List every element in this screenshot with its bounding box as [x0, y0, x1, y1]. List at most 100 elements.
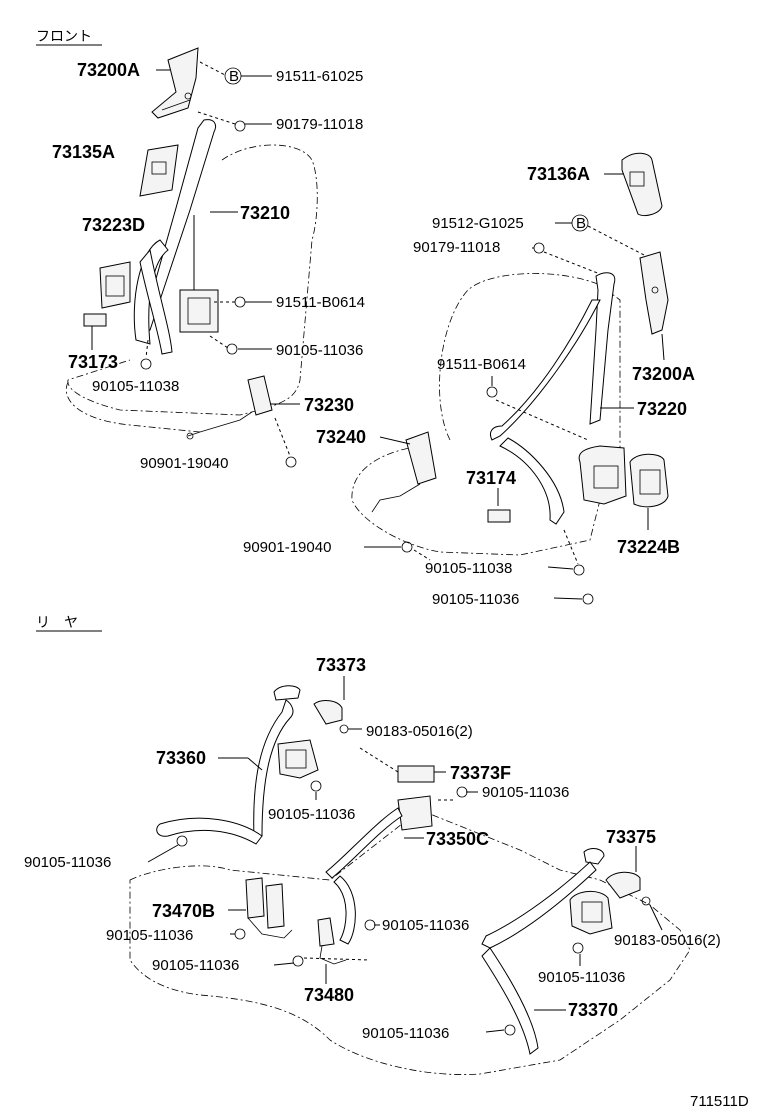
- retractor-73350C: [397, 795, 433, 831]
- belt-73350C: [325, 807, 403, 879]
- cover-73223D: [99, 261, 131, 309]
- label-73223D: 73223D: [82, 215, 145, 235]
- label-90183-05016-left: 90183-05016(2): [366, 723, 473, 740]
- belt-73370-lower: [481, 947, 539, 1055]
- label-73350C: 73350C: [426, 829, 489, 849]
- label-90105-11036-right: 90105-11036: [432, 591, 519, 608]
- bolt-90901-19040-right: [401, 541, 413, 553]
- belt-73360-lap: [156, 817, 263, 845]
- belt-73220: [589, 272, 616, 425]
- label-73373F: 73373F: [450, 763, 511, 783]
- label-90105-11036-r1: 90105-11036: [268, 806, 355, 823]
- label-90901-19040-left: 90901-19040: [140, 455, 228, 472]
- bolt-90105-11036-r3: [176, 835, 188, 847]
- bolt-90105-11036-r2: [456, 786, 468, 798]
- bolt-90105-11038-right: [573, 564, 585, 576]
- bolt-90105-11036-r5: [364, 919, 376, 931]
- retractor-73210: [179, 289, 219, 333]
- label-73210: 73210: [240, 203, 290, 223]
- label-91512-G1025: 91512-G1025: [432, 215, 524, 232]
- label-90105-11036-r5: 90105-11036: [382, 917, 469, 934]
- label-90105-11036-r3: 90105-11036: [24, 854, 111, 871]
- bolt-91511-B0614-left: [234, 296, 246, 308]
- label-73373: 73373: [316, 655, 366, 675]
- label-73173: 73173: [68, 352, 118, 372]
- nut-90179-left: [234, 120, 246, 132]
- label-91511-61025: 91511-61025: [276, 68, 363, 85]
- label-73240: 73240: [316, 427, 366, 447]
- bolt-90105-11036-r7: [572, 942, 584, 954]
- part-73373F: [397, 765, 435, 783]
- nut-90179-right: [533, 242, 545, 254]
- label-90105-11038-right: 90105-11038: [425, 560, 512, 577]
- label-73370: 73370: [568, 1000, 618, 1020]
- label-73200A-right: 73200A: [632, 364, 695, 384]
- label-73200A-left: 73200A: [77, 60, 140, 80]
- retractor-73360: [277, 739, 319, 779]
- label-91511-B0614-right: 91511-B0614: [437, 356, 526, 373]
- label-73480: 73480: [304, 985, 354, 1005]
- label-90179-11018-left: 90179-11018: [276, 116, 363, 133]
- bolt-90105-11038-left: [140, 358, 152, 370]
- label-90105-11036-r8: 90105-11036: [362, 1025, 449, 1042]
- label-90105-11036-r7: 90105-11036: [538, 969, 625, 986]
- belt-73220-lap: [489, 299, 601, 441]
- label-90105-11036-r6: 90105-11036: [152, 957, 239, 974]
- front-left-seat-outline: [67, 144, 318, 416]
- bolt-90105-11036-r8: [504, 1024, 516, 1036]
- label-73136A: 73136A: [527, 164, 590, 184]
- label-90105-11036-r2: 90105-11036: [482, 784, 569, 801]
- anchor-73370-top: [583, 848, 605, 865]
- label-90105-11036-left: 90105-11036: [276, 342, 363, 359]
- label-90183-05016-right: 90183-05016(2): [614, 932, 721, 949]
- cover-73375: [605, 871, 641, 899]
- retractor-73220: [578, 445, 627, 505]
- label-90105-11036-r4: 90105-11036: [106, 927, 193, 944]
- svg-text:B: B: [576, 215, 586, 232]
- bolt-90901-19040-left: [285, 456, 297, 468]
- svg-text:B: B: [229, 68, 239, 85]
- bolt-90105-11036-r1: [310, 780, 322, 792]
- buckle-73470B-2: [265, 883, 285, 929]
- retractor-73370: [569, 891, 613, 935]
- buckle-73470B-1: [245, 877, 265, 919]
- label-73375: 73375: [606, 827, 656, 847]
- buckle-73240: [405, 431, 437, 485]
- label-91511-B0614-left: 91511-B0614: [276, 294, 365, 311]
- screw-90183-05016-left: [339, 724, 349, 734]
- cover-73135A: [139, 144, 179, 197]
- label-90901-19040-right: 90901-19040: [243, 539, 331, 556]
- screw-90183-05016-right: [641, 896, 651, 906]
- bolt-91511-B0614-right: [486, 386, 498, 398]
- bolt-90105-11036-left: [226, 343, 238, 355]
- belt-73210-lap: [139, 248, 173, 355]
- label-73135A: 73135A: [52, 142, 115, 162]
- bolt-90105-11036-r4: [234, 928, 246, 940]
- front-right-seat-outline: [351, 273, 621, 556]
- label-73470B: 73470B: [152, 901, 215, 921]
- label-73230: 73230: [304, 395, 354, 415]
- anchor-73200A-left: [151, 47, 199, 119]
- label-73174: 73174: [466, 468, 516, 488]
- part-73174: [487, 509, 511, 523]
- anchor-73360-top: [273, 685, 301, 701]
- cover-73136A: [621, 152, 663, 217]
- part-73173: [83, 313, 107, 327]
- section-front-label: フロント: [36, 29, 92, 45]
- cover-73224B: [629, 453, 669, 508]
- buckle-73230: [247, 375, 273, 416]
- label-90105-11038-left: 90105-11038: [92, 378, 179, 395]
- cover-73373: [313, 700, 343, 725]
- bolt-90105-11036-right: [582, 593, 594, 605]
- buckle-73480: [317, 917, 335, 947]
- bolt-90105-11036-r6: [292, 955, 304, 967]
- belt-73220-lower: [499, 437, 565, 525]
- label-90179-11018-right: 90179-11018: [413, 239, 500, 256]
- label-73224B: 73224B: [617, 537, 680, 557]
- belt-73370: [481, 861, 597, 949]
- label-73360: 73360: [156, 748, 206, 768]
- front-left-seat-cushion: [66, 381, 201, 433]
- section-rear-label: リ ヤ: [36, 615, 78, 631]
- belt-73350C-lap: [333, 875, 356, 945]
